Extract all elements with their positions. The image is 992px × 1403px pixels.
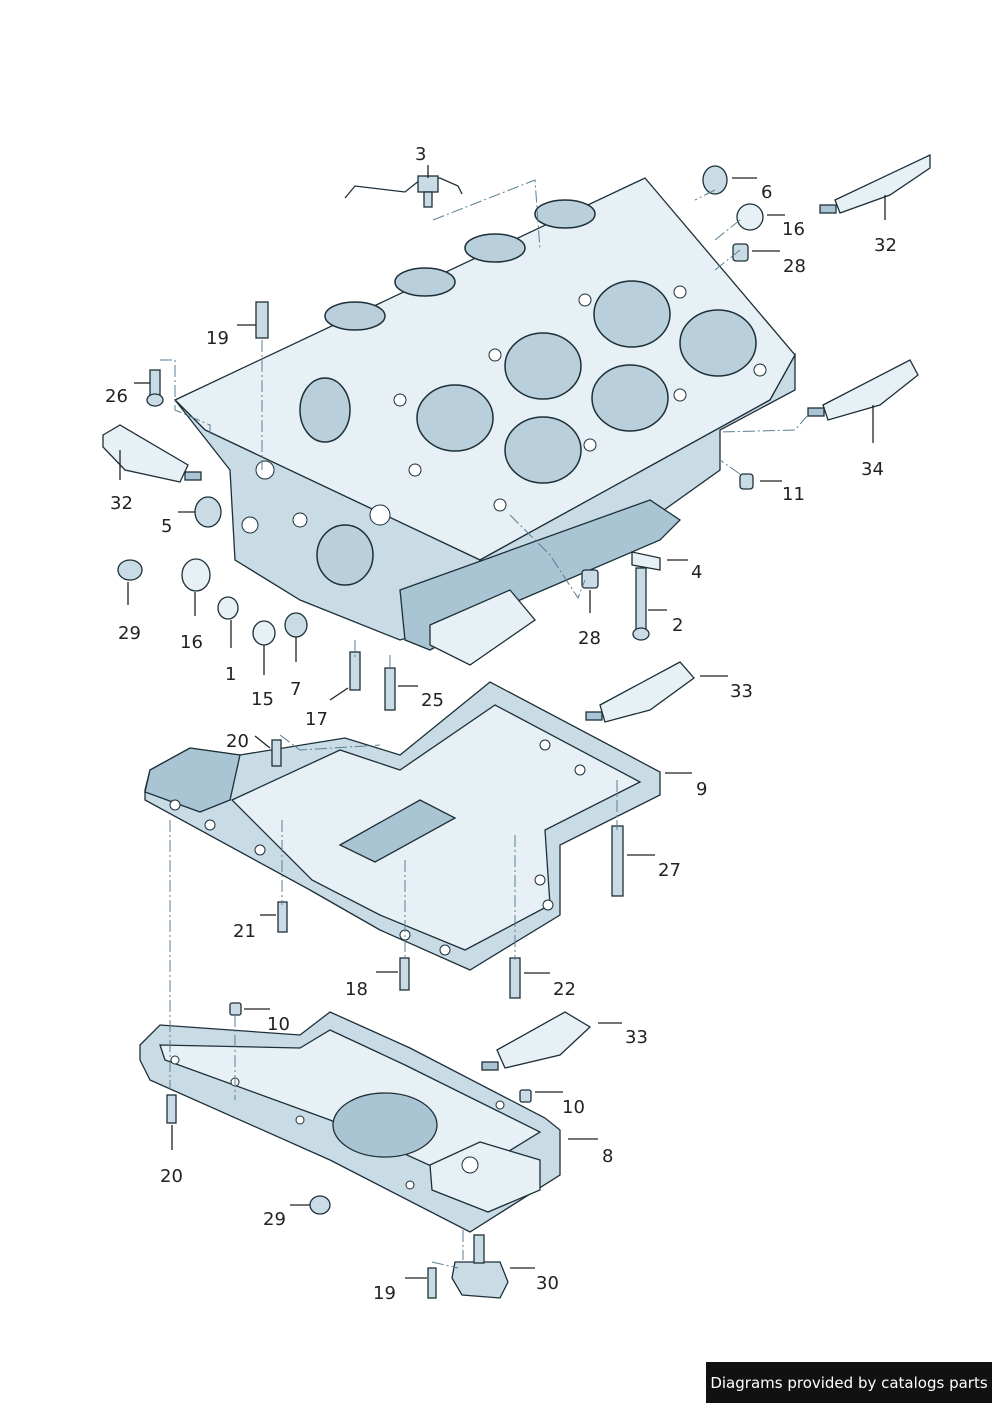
callout-30: 30 — [536, 1273, 559, 1294]
callout-21: 21 — [233, 921, 256, 942]
attribution-banner: Diagrams provided by catalogs parts — [706, 1362, 992, 1403]
callout-34: 34 — [861, 459, 884, 480]
callout-15: 15 — [251, 689, 274, 710]
callout-4: 4 — [691, 562, 702, 583]
lower-oil-pan — [139, 1011, 561, 1233]
callout-6: 6 — [761, 182, 772, 203]
callout-5: 5 — [161, 516, 172, 537]
callout-18: 18 — [345, 979, 368, 1000]
callout-20: 20 — [160, 1166, 183, 1187]
callout-27: 27 — [658, 860, 681, 881]
callout-22: 22 — [553, 979, 576, 1000]
leader-lines — [119, 165, 886, 1279]
callout-3: 3 — [415, 144, 426, 165]
callout-28: 28 — [783, 256, 806, 277]
callout-10: 10 — [562, 1097, 585, 1118]
callout-29: 29 — [118, 623, 141, 644]
callout-16: 16 — [180, 632, 203, 653]
callout-20: 20 — [226, 731, 249, 752]
callout-33: 33 — [625, 1027, 648, 1048]
callout-labels: 3 6 16 28 32 19 26 32 5 34 11 4 2 28 29 … — [105, 144, 897, 1304]
callout-19: 19 — [206, 328, 229, 349]
callout-10: 10 — [267, 1014, 290, 1035]
attribution-text: Diagrams provided by catalogs parts — [710, 1373, 988, 1392]
callout-26: 26 — [105, 386, 128, 407]
callout-25: 25 — [421, 690, 444, 711]
callout-29: 29 — [263, 1209, 286, 1230]
callout-17: 17 — [305, 709, 328, 730]
callout-32: 32 — [110, 493, 133, 514]
callout-7: 7 — [290, 679, 301, 700]
cylinder-block — [173, 177, 796, 666]
callout-11: 11 — [782, 484, 805, 505]
callout-9: 9 — [696, 779, 707, 800]
callout-16: 16 — [782, 219, 805, 240]
callout-19: 19 — [373, 1283, 396, 1304]
callout-33: 33 — [730, 681, 753, 702]
callout-8: 8 — [602, 1146, 613, 1167]
callout-1: 1 — [225, 664, 236, 685]
callout-28: 28 — [578, 628, 601, 649]
callout-32: 32 — [874, 235, 897, 256]
guide-lines — [160, 179, 809, 1269]
small-parts — [102, 153, 931, 1299]
callout-2: 2 — [672, 615, 683, 636]
upper-oil-pan — [144, 681, 661, 971]
